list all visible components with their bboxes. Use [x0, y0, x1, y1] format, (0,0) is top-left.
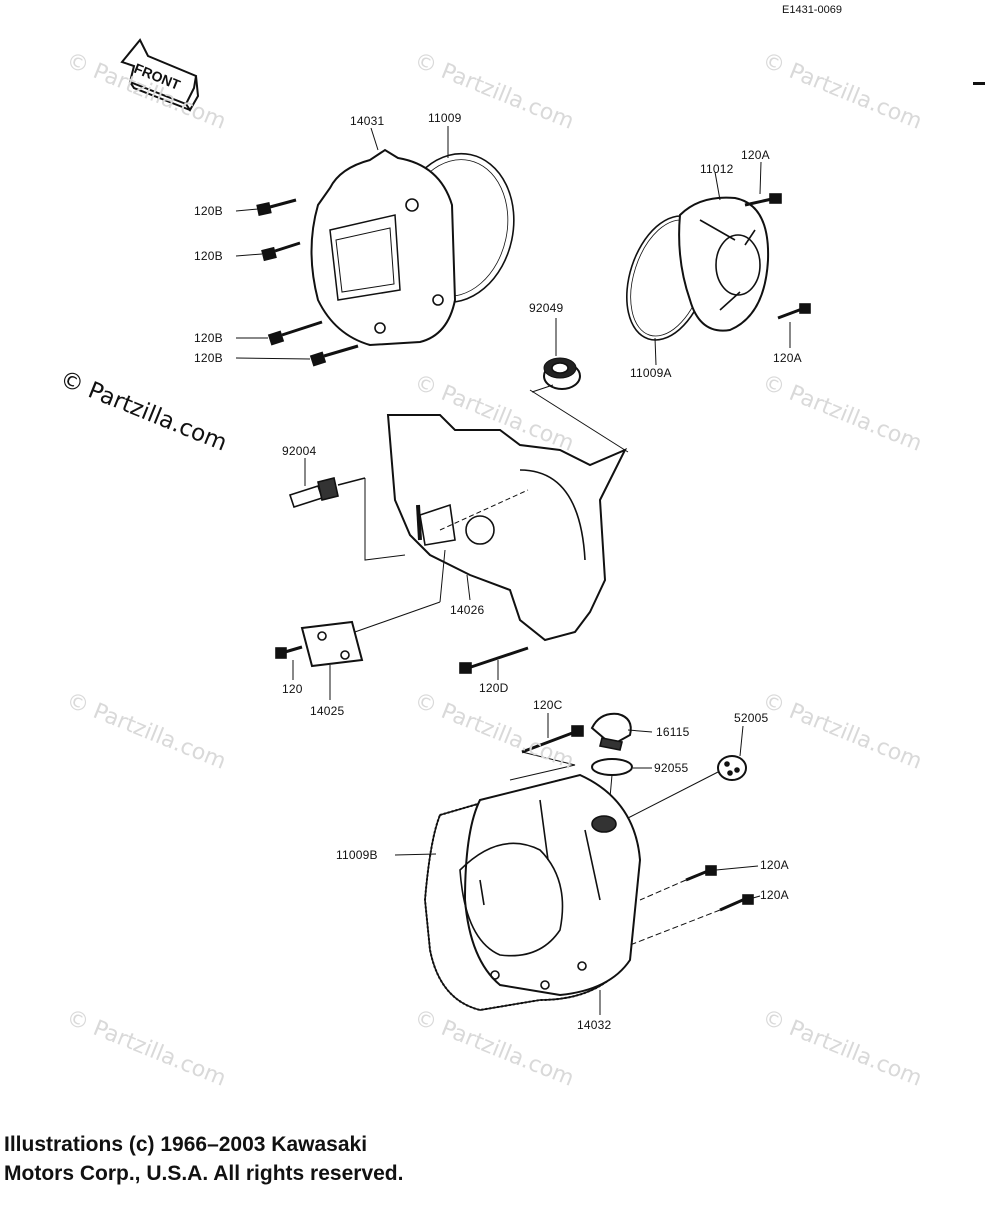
- part-label[interactable]: 92055: [654, 761, 689, 775]
- bolt-120b-3: [267, 320, 323, 346]
- bolt-120a-top: [744, 193, 782, 207]
- part-label[interactable]: 11012: [700, 162, 734, 176]
- bolt-120a-lower-2: [719, 894, 754, 912]
- part-label[interactable]: 11009: [428, 111, 462, 125]
- switch-92004: [288, 477, 406, 561]
- page-marker: [973, 82, 985, 85]
- part-label[interactable]: 52005: [734, 711, 769, 725]
- bolt-120a-right: [777, 303, 811, 320]
- part-label[interactable]: 120C: [533, 698, 563, 712]
- part-label[interactable]: 14026: [450, 603, 485, 617]
- part-label[interactable]: 11009B: [336, 848, 378, 862]
- plate-14025: [300, 620, 364, 668]
- oil-cap-16115: [590, 712, 632, 751]
- part-label[interactable]: 14032: [577, 1018, 612, 1032]
- part-label[interactable]: 14031: [350, 114, 385, 128]
- part-label[interactable]: 92049: [529, 301, 564, 315]
- copyright-line-2: Motors Corp., U.S.A. All rights reserved…: [4, 1162, 404, 1185]
- cap-52005: [717, 755, 747, 781]
- part-label[interactable]: 120D: [479, 681, 509, 695]
- diagram-code: E1431-0069: [782, 4, 842, 16]
- bolt-120b-1: [256, 198, 297, 216]
- part-label[interactable]: 92004: [282, 444, 317, 458]
- o-ring-92055: [591, 758, 633, 776]
- part-label[interactable]: 14025: [310, 704, 345, 718]
- part-label[interactable]: 11009A: [630, 366, 672, 380]
- copyright-line-1: Illustrations (c) 1966–2003 Kawasaki: [4, 1133, 368, 1156]
- cover-11012: [678, 196, 770, 332]
- part-label[interactable]: 120A: [760, 888, 789, 902]
- part-label[interactable]: 120A: [741, 148, 770, 162]
- oil-seal-92049: [543, 357, 581, 390]
- part-label[interactable]: 120B: [194, 204, 223, 218]
- bolt-120a-lower-1: [685, 865, 717, 882]
- front-arrow-icon: [120, 38, 200, 112]
- bolt-120d: [459, 646, 529, 674]
- part-label[interactable]: 120B: [194, 331, 223, 345]
- part-label[interactable]: 16115: [656, 725, 690, 739]
- part-label[interactable]: 120B: [194, 249, 223, 263]
- bolt-120b-2: [261, 241, 301, 262]
- generator-cover-14031: [310, 148, 457, 347]
- part-label[interactable]: 120B: [194, 351, 223, 365]
- part-label[interactable]: 120A: [773, 351, 802, 365]
- housing-14032: [459, 773, 642, 997]
- bolt-120: [275, 645, 303, 659]
- bolt-120b-4: [309, 344, 359, 367]
- part-label[interactable]: 120A: [760, 858, 789, 872]
- bolt-120c: [521, 725, 584, 754]
- part-label[interactable]: 120: [282, 682, 303, 696]
- crankcase-cover-14026: [386, 414, 628, 642]
